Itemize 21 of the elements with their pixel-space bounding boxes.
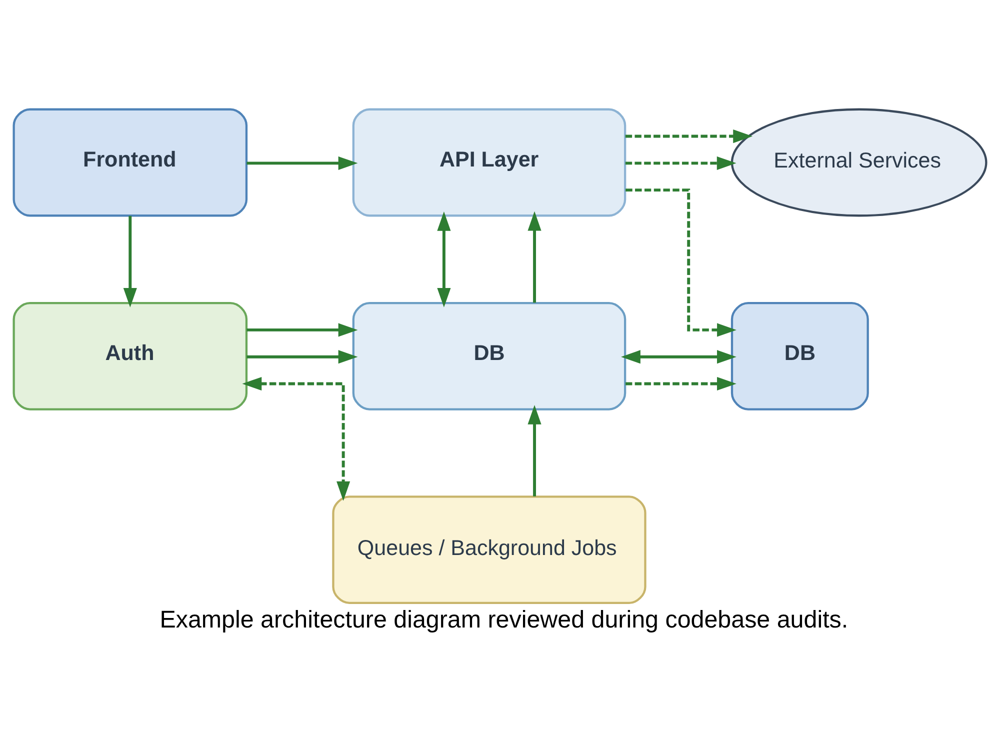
node-ellipse: External Services	[730, 108, 988, 217]
arrow	[621, 350, 736, 364]
arrow	[242, 376, 350, 501]
arrow	[528, 404, 542, 496]
arrow	[437, 211, 451, 308]
arrow	[528, 211, 542, 303]
node-box: DB	[730, 302, 869, 410]
arrow	[123, 216, 137, 308]
arrow	[625, 156, 736, 170]
node-box: DB	[352, 302, 626, 410]
node-box: Queues / Background Jobs	[332, 496, 646, 604]
arrow	[625, 129, 753, 144]
node-box: API Layer	[352, 108, 626, 217]
caption: Example architecture diagram reviewed during codebase audits.	[160, 606, 848, 634]
arrow	[246, 350, 358, 364]
node-box: Frontend	[12, 108, 248, 217]
arrow	[246, 156, 358, 170]
arrow	[246, 323, 358, 337]
arrow	[626, 376, 736, 391]
arrow	[626, 188, 736, 337]
node-box: Auth	[12, 302, 248, 410]
